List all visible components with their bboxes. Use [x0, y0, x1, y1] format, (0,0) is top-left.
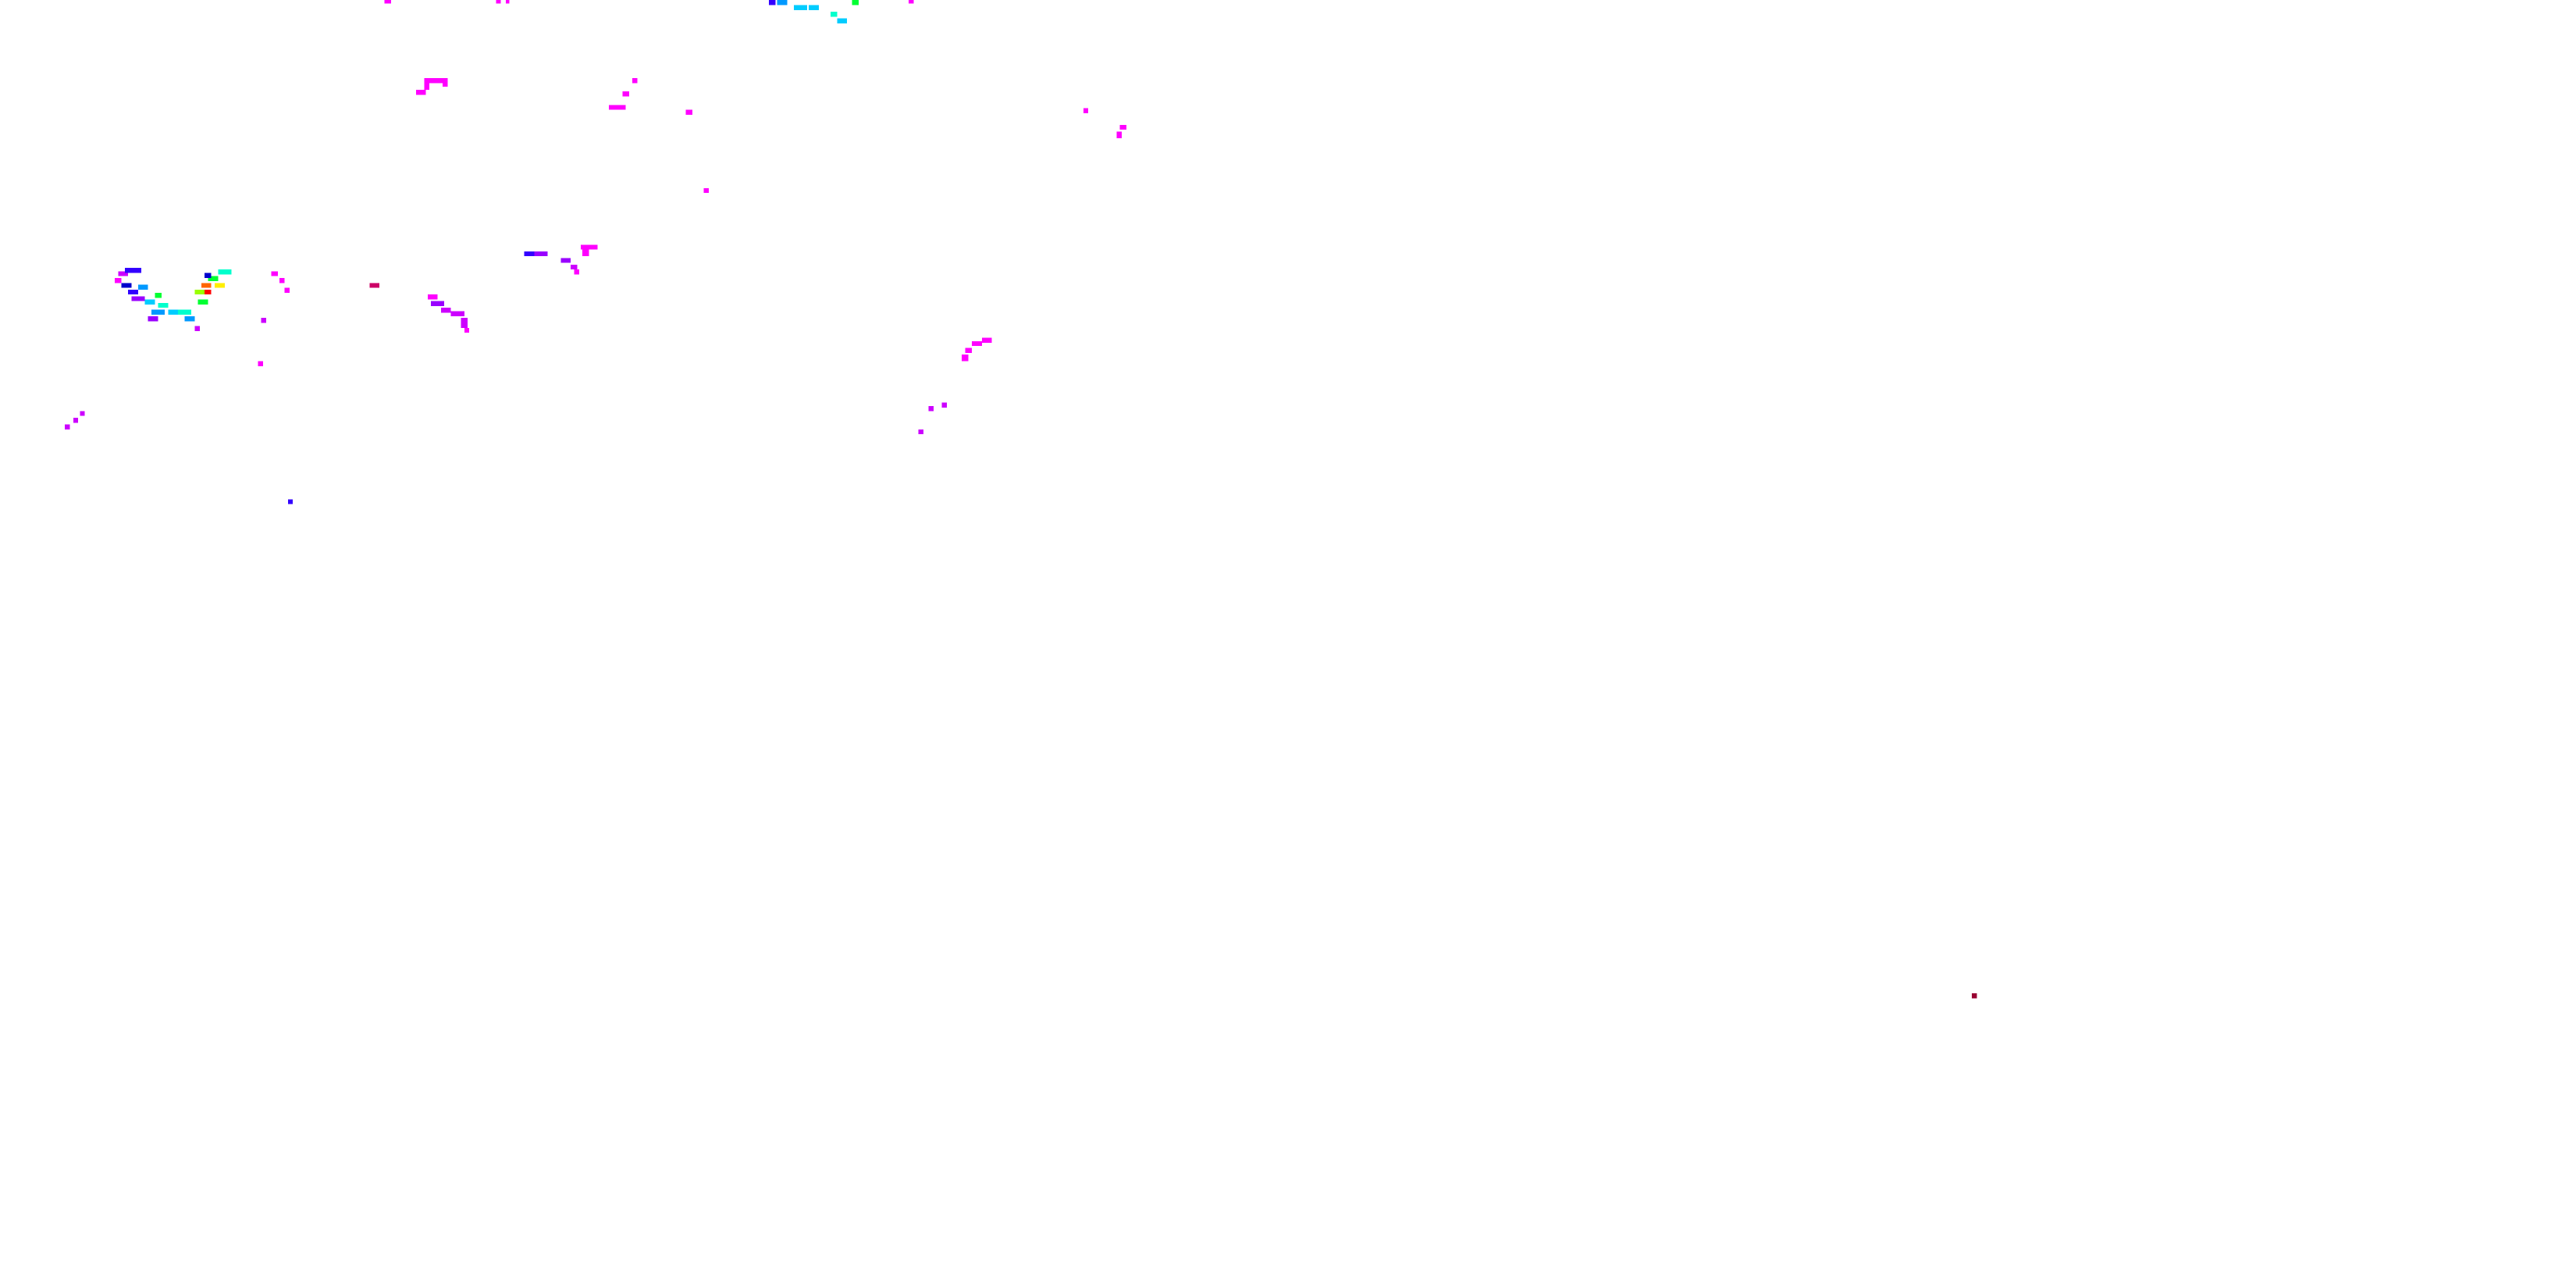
color-speckle [622, 91, 629, 97]
color-speckle [450, 311, 464, 316]
color-speckle [571, 264, 578, 270]
color-speckle [852, 0, 859, 5]
color-speckle [65, 424, 70, 429]
color-speckle [384, 0, 391, 4]
color-speckle [962, 354, 969, 362]
color-speckle [261, 318, 267, 323]
color-speckle [830, 11, 838, 17]
color-speckle [941, 402, 947, 408]
color-speckle [80, 411, 85, 416]
color-speckle [809, 5, 819, 10]
color-speckle [148, 315, 158, 322]
color-speckle [121, 283, 132, 288]
color-speckle [205, 273, 212, 278]
color-speckle [496, 0, 501, 4]
color-speckle [632, 78, 638, 84]
color-speckle [908, 0, 914, 4]
color-speckle [208, 276, 219, 282]
color-speckle [609, 105, 626, 110]
color-speckle [424, 83, 429, 91]
color-speckle [184, 315, 195, 322]
color-speckle [151, 309, 165, 315]
color-speckle [1119, 124, 1127, 130]
color-speckle [918, 429, 924, 435]
color-speckle [369, 283, 380, 288]
color-speckle [201, 283, 212, 288]
color-speckle [971, 340, 982, 347]
color-speckle [73, 417, 79, 423]
color-speckle [118, 271, 129, 276]
color-speckle [168, 309, 179, 315]
color-speckle [837, 18, 848, 23]
color-speckle [574, 269, 579, 275]
color-speckle [524, 251, 535, 257]
color-speckle [258, 361, 263, 366]
color-speckle [197, 299, 208, 305]
color-speckle [443, 78, 448, 87]
color-speckle [965, 347, 972, 353]
color-speckle [461, 318, 468, 328]
color-speckle [1083, 108, 1089, 113]
color-speckle [415, 90, 426, 95]
color-speckle [464, 327, 470, 333]
color-speckle [424, 78, 448, 84]
color-speckle [560, 258, 571, 263]
color-speckle [155, 293, 162, 298]
color-speckle [194, 289, 205, 295]
color-speckle [981, 337, 992, 343]
color-speckle [215, 283, 225, 288]
color-speckle [534, 251, 548, 257]
color-speckle [703, 187, 710, 194]
color-speckle [205, 289, 212, 295]
color-speckle [131, 296, 145, 301]
color-speckle [427, 294, 438, 300]
color-speckle [194, 326, 200, 332]
color-speckle [158, 302, 169, 308]
color-speckle [128, 289, 138, 295]
color-speckle [1116, 131, 1122, 138]
color-speckle [431, 301, 445, 307]
color-speckle [271, 271, 279, 276]
color-speckle [685, 109, 692, 116]
color-speckle [279, 277, 285, 283]
color-speckle [928, 405, 934, 412]
color-speckle [137, 284, 148, 290]
color-speckle [580, 244, 598, 250]
color-speckle [793, 5, 807, 10]
color-speckle [1972, 993, 1977, 999]
color-speckle [284, 287, 290, 294]
color-speckle [768, 0, 776, 5]
color-speckle [115, 277, 122, 283]
color-speckle [777, 0, 788, 5]
color-speckle [287, 499, 294, 504]
color-speckle [218, 269, 232, 275]
color-speckle [440, 308, 451, 313]
color-speckle [582, 249, 589, 257]
color-speckle [178, 309, 192, 315]
color-speckle [144, 299, 155, 305]
color-speckle [506, 0, 510, 4]
color-speckle [124, 268, 142, 273]
